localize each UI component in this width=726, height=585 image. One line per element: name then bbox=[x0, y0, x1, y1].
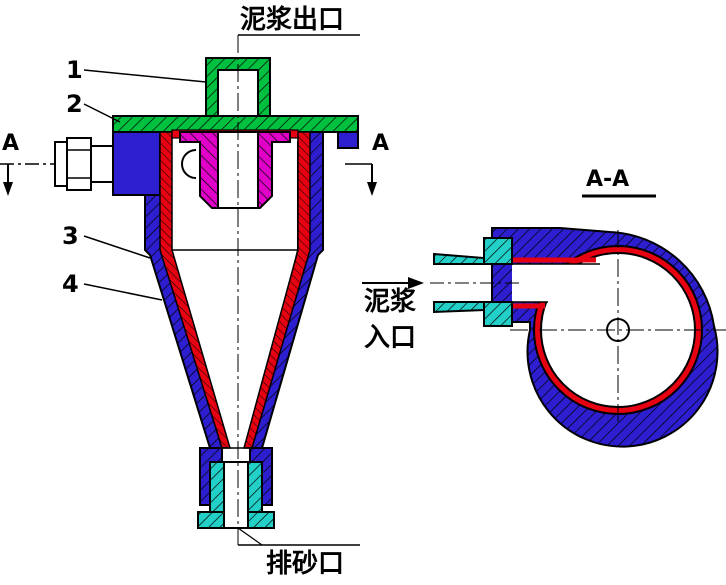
inner-cavity-outline bbox=[172, 249, 298, 449]
section-inlet-channel bbox=[512, 264, 600, 302]
section-mark-right: A bbox=[372, 131, 389, 156]
section-title: A-A bbox=[586, 167, 629, 192]
slurry-outlet-label: 泥浆出口 bbox=[240, 4, 344, 35]
slurry-inlet-arrow bbox=[362, 277, 424, 289]
inlet-housing bbox=[112, 131, 359, 196]
part-number-4: 4 bbox=[62, 270, 79, 298]
inlet-fitting bbox=[54, 137, 114, 191]
section-mark-left: A bbox=[2, 131, 19, 156]
section-view bbox=[362, 194, 726, 448]
front-view bbox=[0, 34, 377, 546]
sand-outlet-label: 排砂口 bbox=[266, 549, 344, 579]
part-number-1: 1 bbox=[66, 56, 83, 84]
outlet-leader bbox=[237, 34, 360, 546]
sand-outlet-nozzle bbox=[197, 461, 275, 529]
section-inlet-fitting bbox=[433, 237, 513, 327]
part-number-3: 3 bbox=[62, 222, 79, 250]
vortex-finder bbox=[179, 131, 291, 209]
slurry-inlet-label-line1: 泥浆 bbox=[364, 286, 417, 317]
part-number-2: 2 bbox=[66, 90, 83, 118]
section-cut-line bbox=[0, 163, 377, 196]
slurry-inlet-label-line2: 入口 bbox=[364, 323, 416, 353]
part-leaders bbox=[83, 69, 207, 301]
